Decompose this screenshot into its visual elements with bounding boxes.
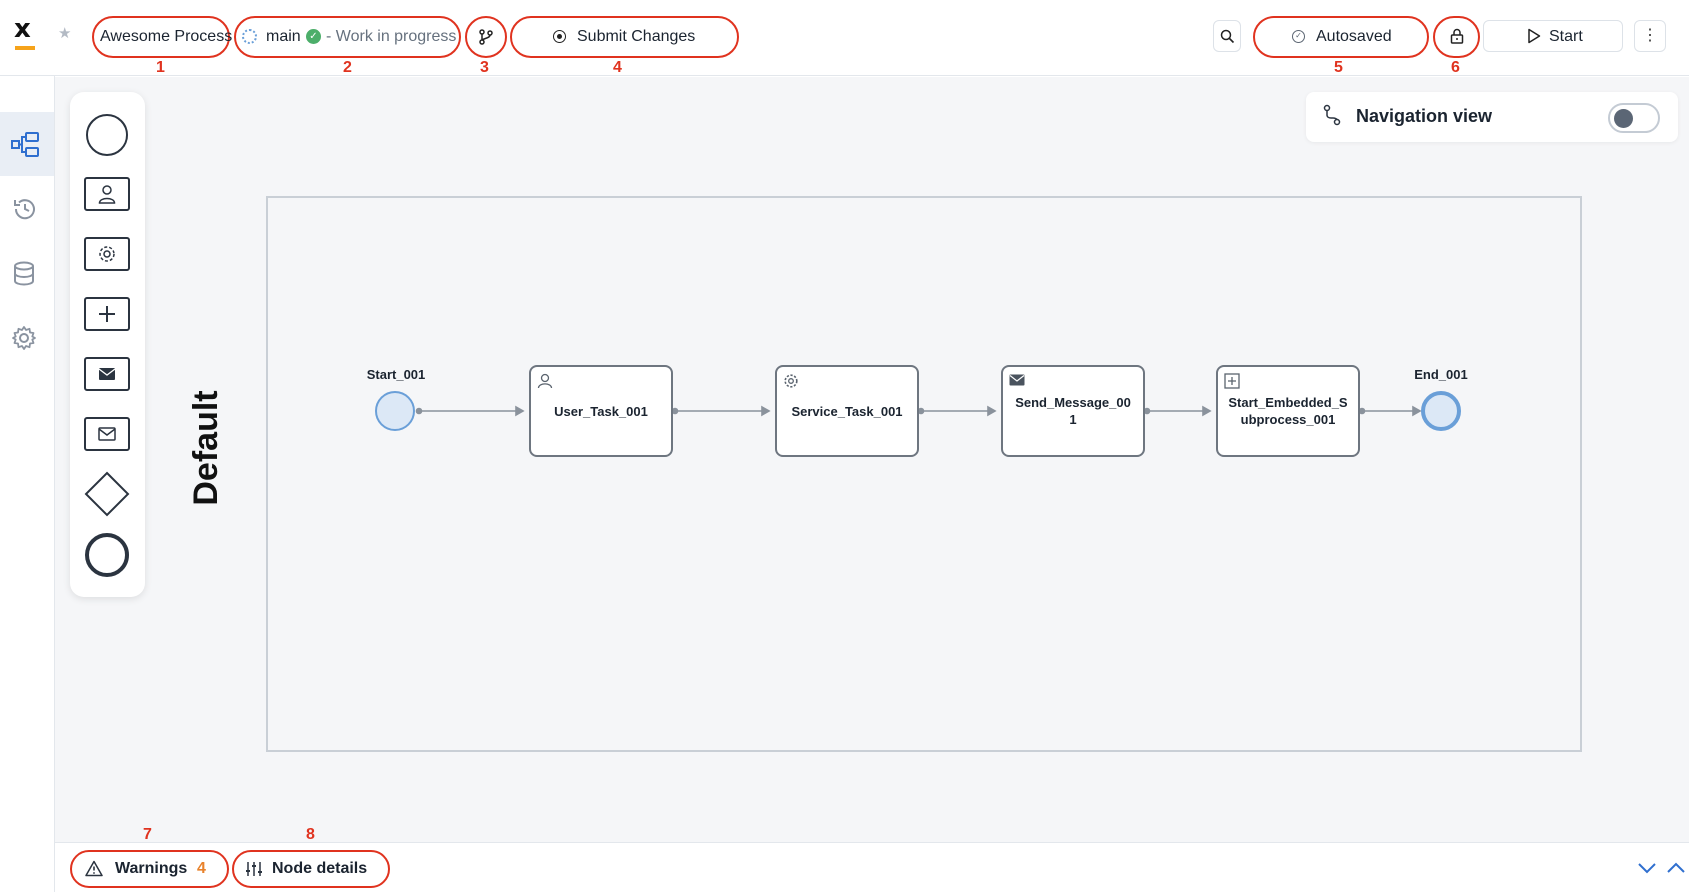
app-logo[interactable]: x bbox=[13, 16, 37, 50]
navigation-view-toggle[interactable] bbox=[1608, 103, 1660, 133]
left-nav bbox=[0, 76, 55, 892]
logo-underline bbox=[15, 46, 35, 50]
search-button[interactable] bbox=[1213, 20, 1241, 52]
user-icon bbox=[537, 373, 553, 389]
node-details-label: Node details bbox=[272, 860, 368, 877]
more-options-button[interactable]: ⋮ bbox=[1634, 20, 1666, 52]
submit-changes-label: Submit Changes bbox=[577, 28, 696, 45]
annotation-8: 8 bbox=[306, 826, 315, 843]
process-name-highlight bbox=[92, 16, 230, 58]
service-task-label: Service_Task_001 bbox=[791, 403, 903, 419]
record-icon bbox=[553, 30, 566, 43]
nav-item-settings[interactable] bbox=[0, 306, 54, 370]
diagram-icon bbox=[11, 132, 39, 157]
nav-item-data-model[interactable] bbox=[0, 241, 54, 305]
nav-item-history[interactable] bbox=[0, 176, 54, 240]
element-palette bbox=[70, 92, 145, 597]
gateway-tool-icon[interactable] bbox=[83, 470, 131, 518]
autosaved-label: Autosaved bbox=[1316, 28, 1392, 45]
warnings-tab[interactable] bbox=[70, 850, 229, 888]
user-task-tool-icon[interactable] bbox=[84, 177, 130, 213]
service-task[interactable]: Service_Task_001 bbox=[775, 365, 919, 457]
gear-icon bbox=[12, 326, 36, 350]
warnings-count: 4 bbox=[197, 860, 206, 877]
start-event[interactable] bbox=[375, 391, 415, 431]
search-icon bbox=[1220, 29, 1235, 44]
lock-icon bbox=[1450, 28, 1464, 44]
start-event-tool-icon[interactable] bbox=[84, 112, 130, 158]
send-message-tool-icon[interactable] bbox=[84, 357, 130, 393]
send-message-label: Send_Message_001 bbox=[1015, 395, 1131, 427]
end-event[interactable] bbox=[1421, 391, 1461, 431]
sliders-icon bbox=[246, 862, 262, 876]
node-details-tab[interactable] bbox=[232, 850, 390, 888]
plus-square-icon bbox=[1224, 373, 1240, 389]
branch-status[interactable]: - Work in progress bbox=[326, 28, 457, 45]
start-event-label: Start_001 bbox=[366, 367, 426, 382]
pool[interactable] bbox=[266, 196, 1582, 752]
chevron-up-icon[interactable] bbox=[1665, 859, 1687, 877]
service-task-tool-icon[interactable] bbox=[84, 237, 130, 273]
warnings-label: Warnings bbox=[115, 860, 188, 877]
end-event-tool-icon[interactable] bbox=[84, 532, 130, 578]
git-branch-icon bbox=[479, 29, 493, 45]
process-name[interactable]: Awesome Process bbox=[100, 28, 233, 45]
navigation-view-title: Navigation view bbox=[1356, 106, 1493, 126]
branch-name[interactable]: main bbox=[266, 28, 301, 45]
check-circle-icon: ✓ bbox=[1292, 30, 1305, 43]
route-icon bbox=[1323, 104, 1341, 126]
annotation-2: 2 bbox=[343, 59, 352, 76]
warning-icon bbox=[85, 860, 103, 877]
branch-selector-highlight bbox=[234, 16, 461, 58]
annotation-3: 3 bbox=[480, 59, 489, 76]
annotation-7: 7 bbox=[143, 826, 152, 843]
chevron-down-icon[interactable] bbox=[1636, 859, 1658, 877]
subprocess-tool-icon[interactable] bbox=[84, 297, 130, 333]
envelope-icon bbox=[1009, 374, 1025, 386]
send-message-task[interactable]: Send_Message_001 bbox=[1001, 365, 1145, 457]
pool-label-text: Default bbox=[187, 390, 225, 506]
annotation-5: 5 bbox=[1334, 59, 1343, 76]
receive-message-tool-icon[interactable] bbox=[84, 417, 130, 453]
start-label: Start bbox=[1549, 28, 1583, 45]
toggle-knob bbox=[1614, 109, 1633, 128]
branch-draft-icon bbox=[242, 29, 257, 44]
check-icon: ✓ bbox=[306, 29, 321, 44]
database-icon bbox=[14, 261, 34, 286]
logo-x-mark: x bbox=[14, 14, 31, 44]
start-button[interactable] bbox=[1483, 20, 1623, 52]
history-icon bbox=[14, 199, 35, 220]
branches-button[interactable] bbox=[465, 16, 507, 58]
user-task[interactable]: User_Task_001 bbox=[529, 365, 673, 457]
lock-button[interactable] bbox=[1433, 16, 1480, 58]
autosaved-indicator[interactable] bbox=[1253, 16, 1429, 58]
submit-changes-button[interactable] bbox=[510, 16, 739, 58]
star-icon[interactable]: ★ bbox=[58, 25, 72, 42]
embedded-subprocess[interactable]: Start_Embedded_Subprocess_001 bbox=[1216, 365, 1360, 457]
end-event-label: End_001 bbox=[1414, 367, 1468, 382]
nav-item-process-designer[interactable] bbox=[0, 112, 54, 176]
embedded-subprocess-label: Start_Embedded_Subprocess_001 bbox=[1228, 395, 1348, 427]
navigation-view-panel: Navigation view bbox=[1306, 92, 1678, 142]
gear-icon bbox=[784, 374, 798, 388]
play-icon bbox=[1528, 28, 1541, 44]
annotation-4: 4 bbox=[613, 59, 622, 76]
annotation-1: 1 bbox=[156, 59, 165, 76]
annotation-6: 6 bbox=[1451, 59, 1460, 76]
user-task-label: User_Task_001 bbox=[554, 403, 648, 419]
